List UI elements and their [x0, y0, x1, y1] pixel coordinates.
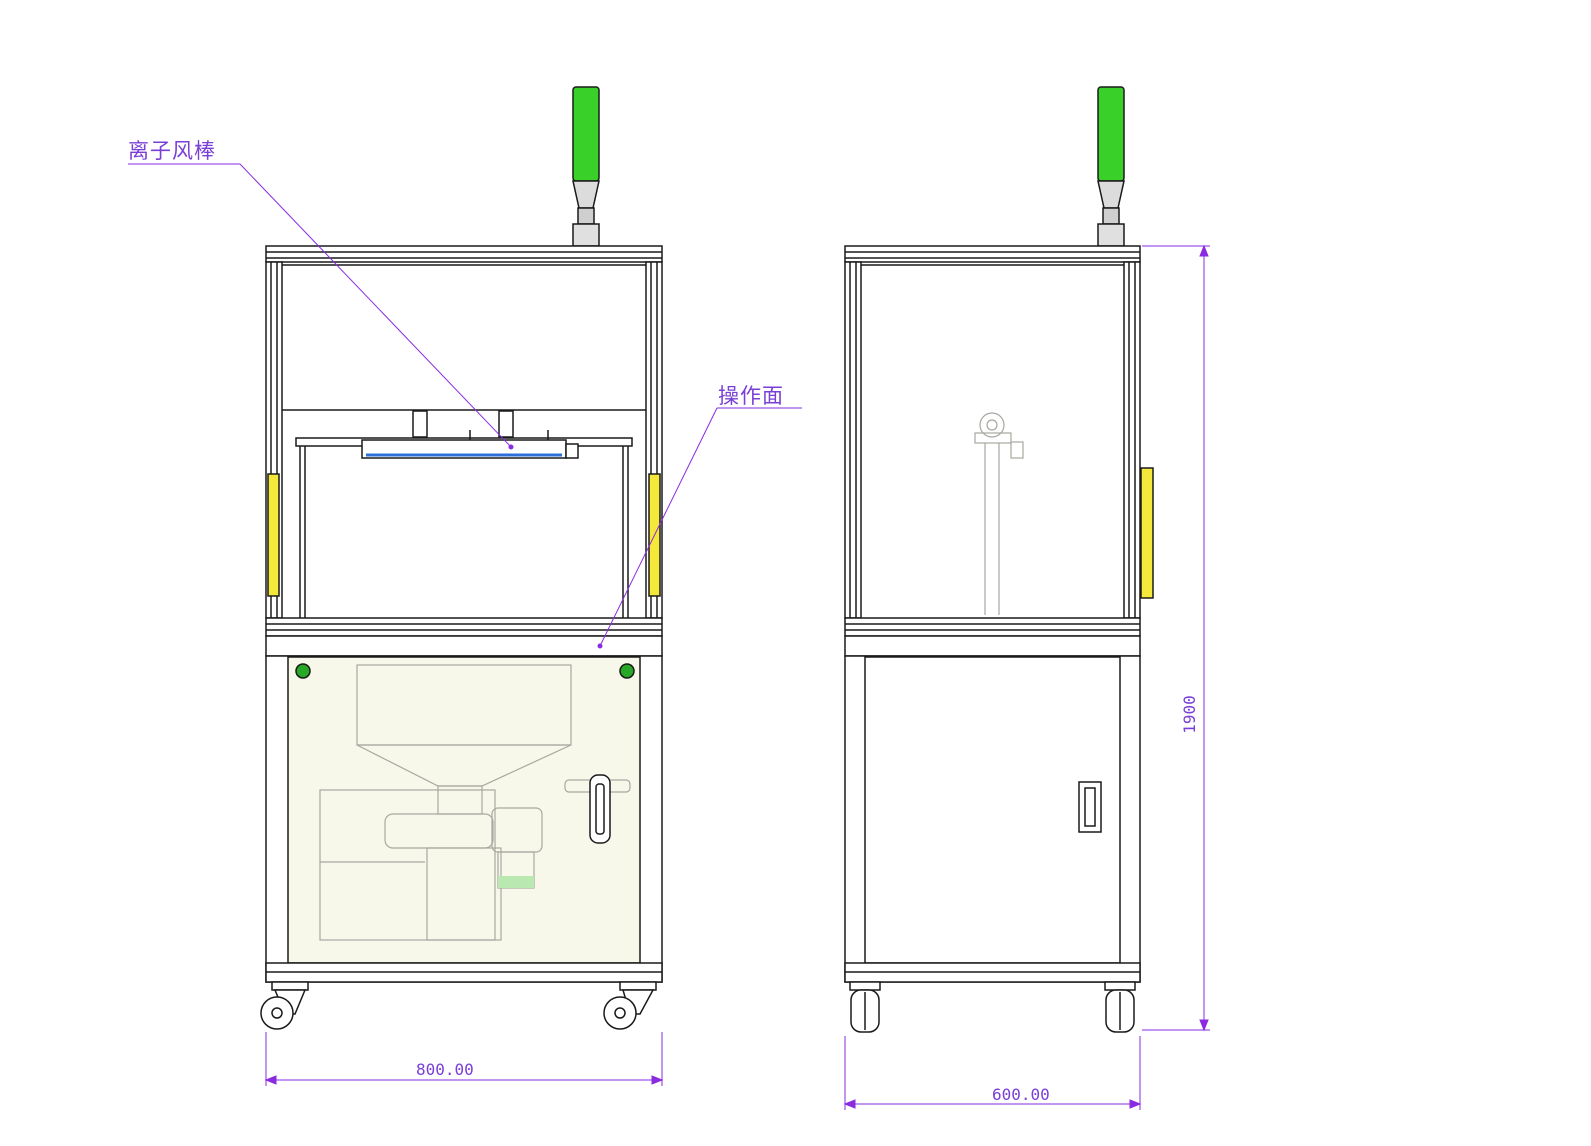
internal-equipment [319, 664, 631, 941]
front-cabinet-handle [589, 774, 611, 844]
ion-bar-label: 离子风棒 [128, 139, 216, 163]
annotation-lines [128, 163, 1210, 1110]
side-cabinet-handle [1078, 781, 1102, 833]
side-light-curtain [1140, 467, 1154, 599]
work-surface-label: 操作面 [718, 384, 784, 408]
side-stack-light [1097, 86, 1125, 247]
side-left-caster [849, 981, 881, 1033]
front-view [260, 86, 663, 1030]
front-top-rail [265, 245, 663, 263]
front-stack-light [572, 86, 600, 247]
front-right-indicator [619, 663, 635, 679]
front-left-indicator [295, 663, 311, 679]
side-top-rail [844, 245, 1141, 263]
side-right-caster [1104, 981, 1136, 1033]
front-left-caster [260, 981, 309, 1030]
front-left-light-curtain [267, 473, 280, 597]
side-depth-dimension: 600.00 [992, 1085, 1050, 1104]
side-ion-bar-end [974, 412, 1024, 615]
front-work-surface [265, 617, 663, 637]
front-width-dimension: 800.00 [416, 1060, 474, 1079]
front-right-caster [603, 981, 657, 1030]
front-cabinet-panel [287, 656, 641, 964]
height-dimension: 1900 [1179, 695, 1199, 734]
side-cabinet-door [864, 656, 1121, 964]
side-view [844, 86, 1154, 1033]
ion-bar [361, 410, 579, 459]
